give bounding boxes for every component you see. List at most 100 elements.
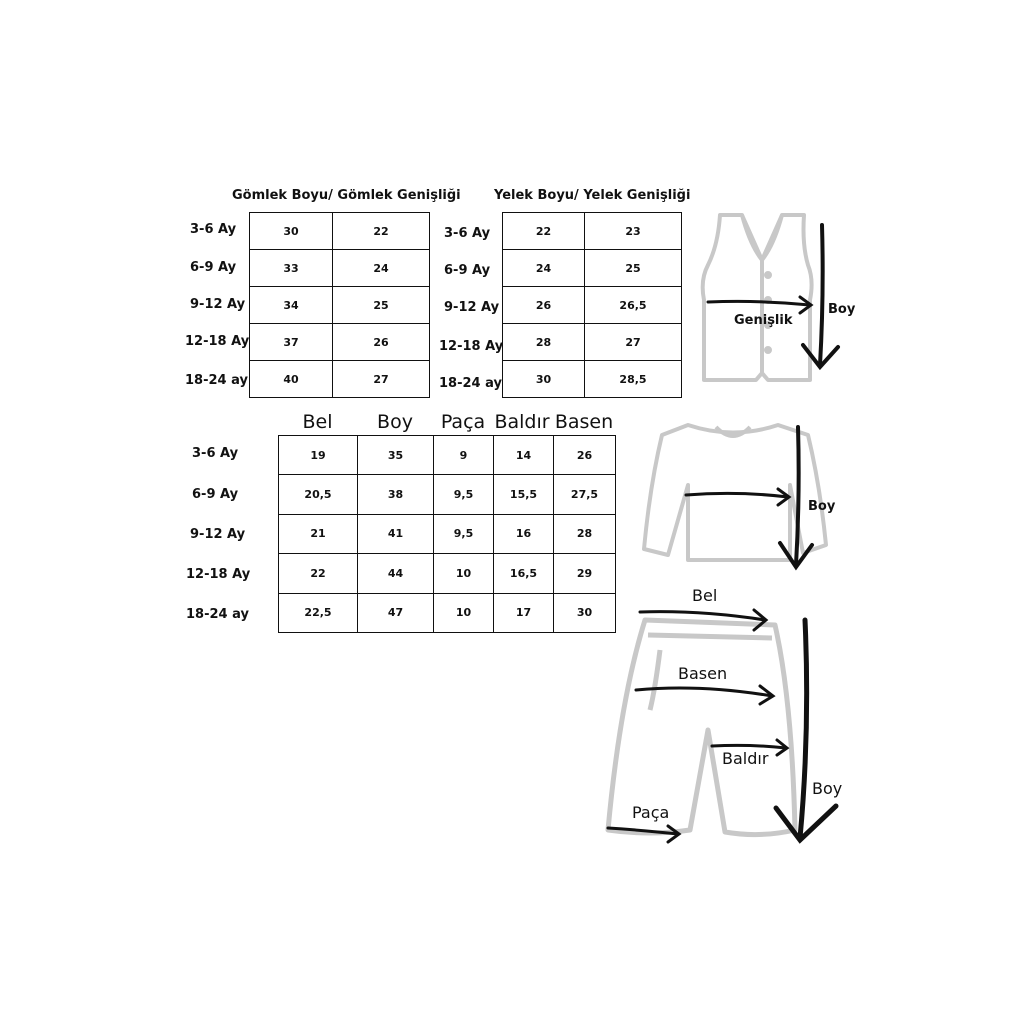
table-cell: 24	[502, 249, 585, 287]
pants-row-label-5: 18-24 ay	[186, 607, 249, 622]
pants-baldir-arrow	[710, 738, 790, 757]
shirt-row-label-4: 12-18 Ay	[185, 334, 250, 349]
vest-width-arrow	[706, 295, 814, 315]
table-row: 22 44 10 16,5 29	[278, 553, 616, 594]
shirt-row-label-1: 3-6 Ay	[190, 222, 237, 237]
pants-row-label-2: 6-9 Ay	[192, 487, 239, 502]
shirt-length-arrow	[778, 425, 814, 571]
table-cell: 26,5	[584, 286, 682, 324]
vest-width-label: Genişlik	[734, 313, 793, 328]
table-cell: 10	[433, 592, 494, 634]
table-cell: 29	[553, 553, 616, 594]
table-cell: 40	[249, 360, 333, 398]
table-cell: 9,5	[433, 513, 494, 555]
pants-basen-arrow	[634, 684, 776, 706]
table-cell: 37	[249, 323, 333, 361]
table-cell: 35	[357, 434, 434, 476]
vest-table-title: Yelek Boyu/ Yelek Genişliği	[494, 188, 691, 203]
table-cell: 34	[249, 286, 333, 324]
pants-header-paca: Paça	[440, 411, 486, 433]
vest-diagram	[700, 213, 840, 382]
table-cell: 21	[278, 513, 358, 555]
pants-bel-label: Bel	[692, 586, 718, 605]
table-cell: 26	[332, 323, 430, 361]
table-cell: 44	[357, 553, 434, 594]
table-cell: 15,5	[493, 474, 554, 515]
table-row: 21 41 9,5 16 28	[278, 513, 616, 555]
table-cell: 22,5	[278, 592, 358, 634]
table-cell: 27	[584, 323, 682, 361]
pants-basen-label: Basen	[678, 664, 728, 683]
table-row: 19 35 9 14 26	[278, 434, 616, 476]
vest-row-label-2: 6-9 Ay	[444, 263, 491, 278]
pants-size-table: 19 35 9 14 26 20,5 38 9,5 15,5 27,5 21 4…	[278, 434, 616, 634]
table-row: 20,5 38 9,5 15,5 27,5	[278, 474, 616, 515]
vest-row-label-1: 3-6 Ay	[444, 226, 491, 241]
shirt-length-label: Boy	[808, 499, 836, 514]
table-cell: 27,5	[553, 474, 616, 515]
pants-row-label-1: 3-6 Ay	[192, 446, 239, 461]
shirt-outline	[642, 423, 828, 562]
table-cell: 19	[278, 434, 358, 476]
table-cell: 33	[249, 249, 333, 287]
table-cell: 30	[502, 360, 585, 398]
pants-header-basen: Basen	[554, 411, 614, 433]
pants-header-baldir: Baldır	[494, 411, 550, 433]
table-cell: 9,5	[433, 474, 494, 515]
shirt-table-title: Gömlek Boyu/ Gömlek Genişliği	[232, 188, 461, 203]
table-cell: 20,5	[278, 474, 358, 515]
table-cell: 25	[584, 249, 682, 287]
pants-header-bel: Bel	[302, 411, 333, 433]
pants-boy-label: Boy	[812, 779, 843, 798]
table-cell: 28,5	[584, 360, 682, 398]
pants-outline	[605, 617, 798, 838]
pants-baldir-label: Baldır	[722, 749, 769, 768]
shirt-row-label-3: 9-12 Ay	[190, 297, 246, 312]
vest-row-label-5: 18-24 ay	[439, 376, 502, 391]
table-row: 22,5 47 10 17 30	[278, 592, 616, 634]
table-cell: 17	[493, 592, 554, 634]
table-cell: 25	[332, 286, 430, 324]
vest-row-label-3: 9-12 Ay	[444, 300, 500, 315]
pants-row-label-4: 12-18 Ay	[186, 567, 251, 582]
vest-outline	[700, 213, 814, 382]
vest-row-label-4: 12-18 Ay	[439, 339, 504, 354]
table-cell: 28	[553, 513, 616, 555]
table-cell: 23	[584, 212, 682, 250]
vest-length-arrow	[801, 223, 840, 371]
shirt-row-label-5: 18-24 ay	[185, 373, 248, 388]
pants-paca-arrow	[606, 824, 682, 844]
pants-bel-arrow	[638, 608, 769, 632]
table-cell: 24	[332, 249, 430, 287]
pants-paca-label: Paça	[632, 803, 670, 822]
pants-header-boy: Boy	[377, 411, 413, 433]
table-cell: 38	[357, 474, 434, 515]
table-cell: 10	[433, 553, 494, 594]
table-cell: 47	[357, 592, 434, 634]
table-cell: 9	[433, 434, 494, 476]
table-cell: 14	[493, 434, 554, 476]
table-cell: 26	[502, 286, 585, 324]
shirt-diagram	[642, 423, 828, 571]
shirt-row-label-2: 6-9 Ay	[190, 260, 237, 275]
shirt-width-arrow	[684, 487, 792, 507]
vest-length-label: Boy	[828, 302, 856, 317]
table-cell: 22	[332, 212, 430, 250]
pants-diagram	[605, 608, 839, 844]
table-cell: 22	[502, 212, 585, 250]
pants-row-label-3: 9-12 Ay	[190, 527, 246, 542]
table-cell: 22	[278, 553, 358, 594]
table-cell: 26	[553, 434, 616, 476]
table-cell: 27	[332, 360, 430, 398]
pants-boy-arrow	[773, 617, 839, 844]
